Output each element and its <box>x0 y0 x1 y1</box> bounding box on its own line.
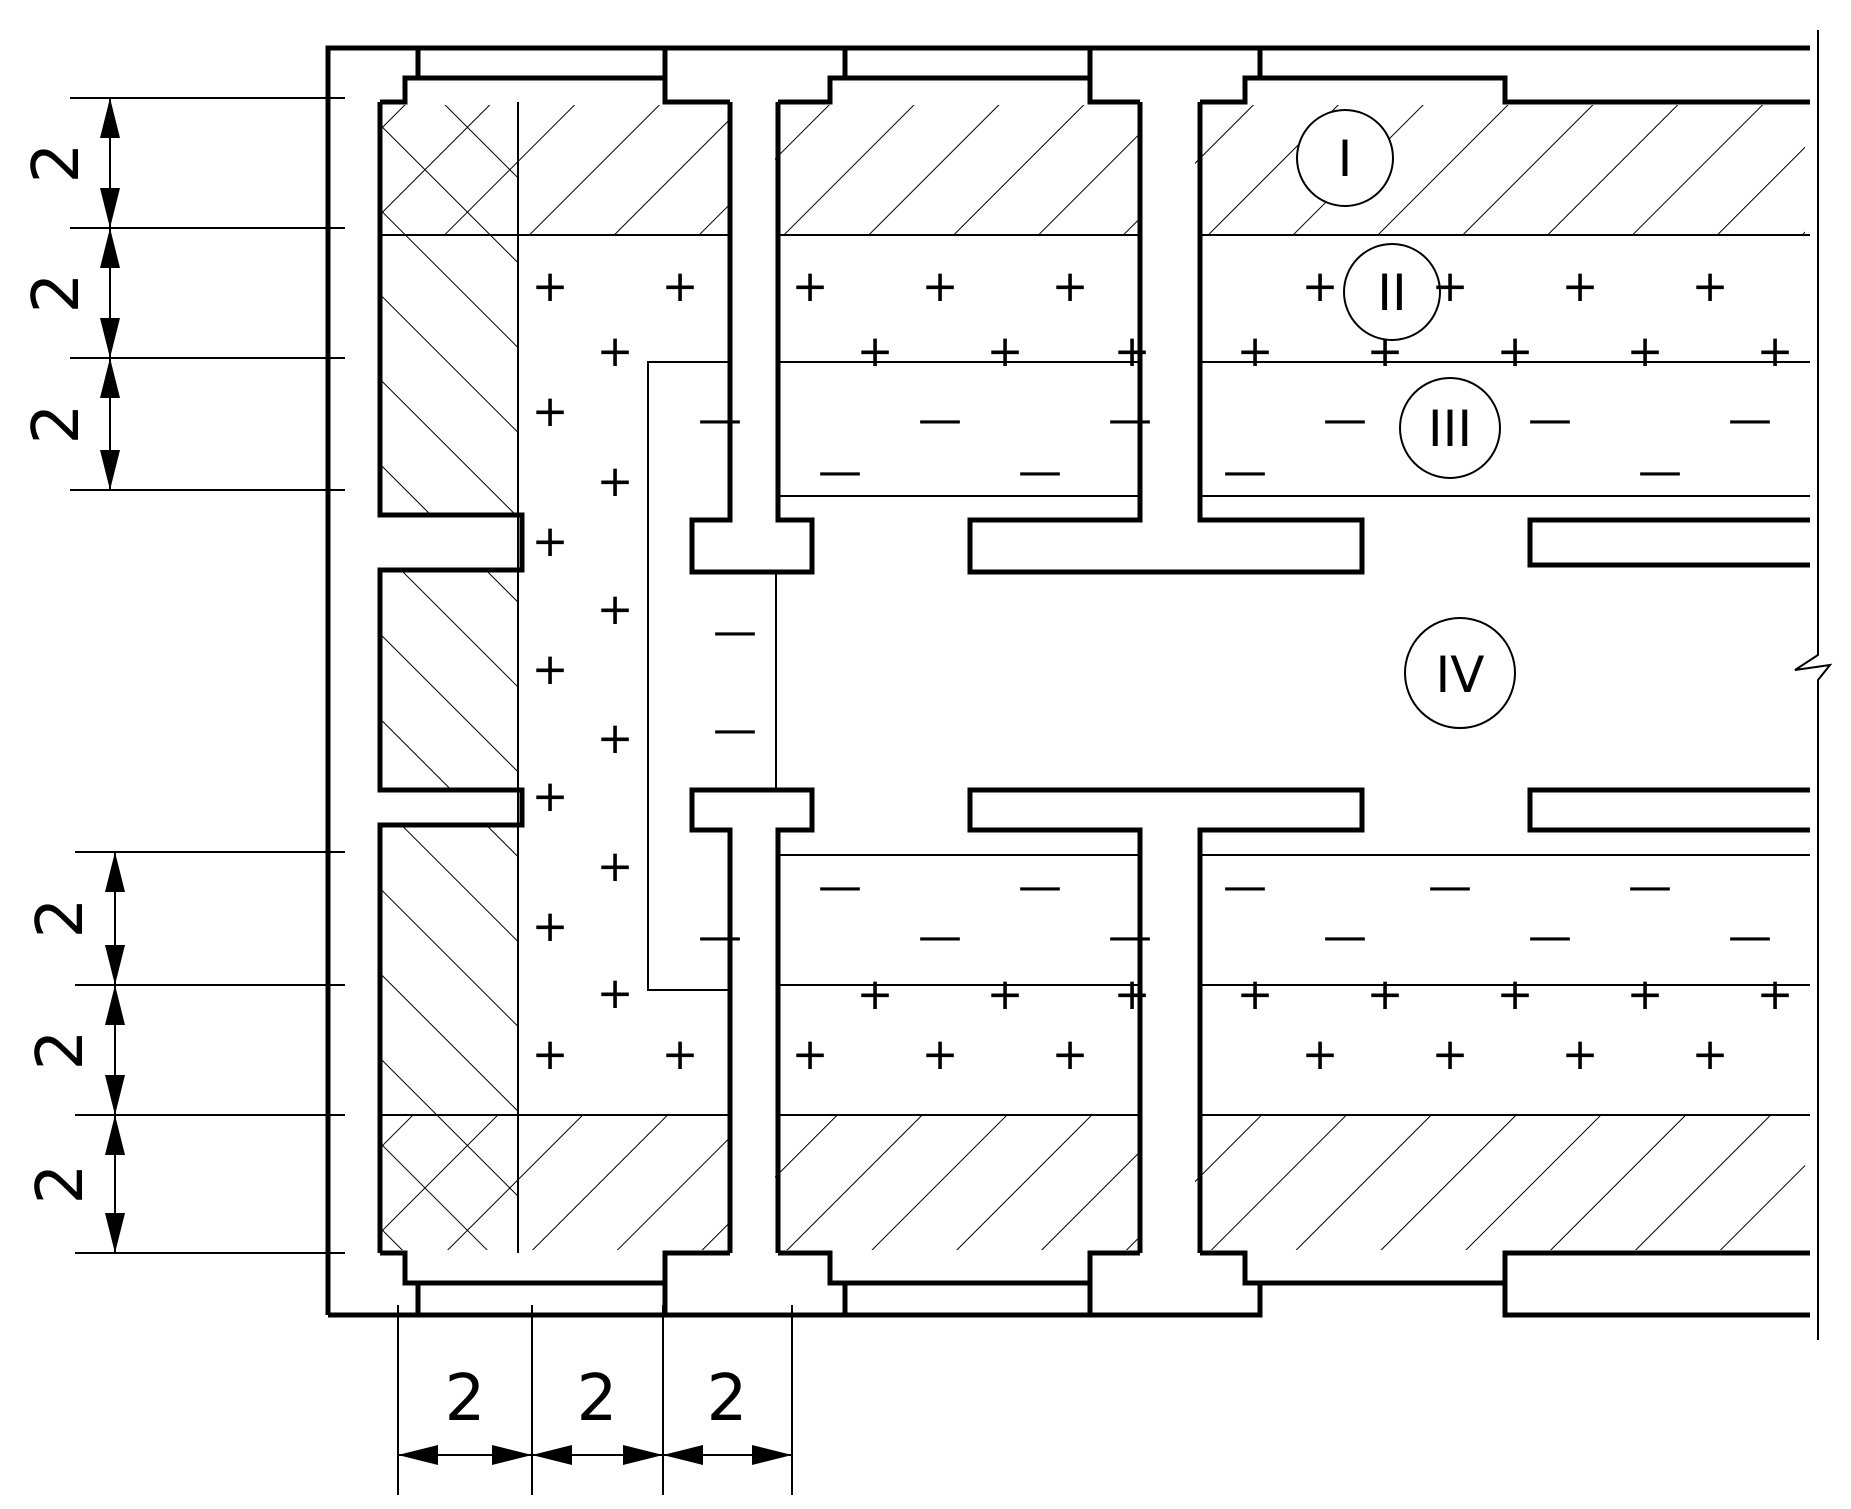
zone-iv-label: IV <box>1436 646 1485 704</box>
plus-sign: + <box>532 771 569 822</box>
minus-sign: — <box>713 704 757 755</box>
dim-left-lower-3: 2 <box>24 1164 98 1205</box>
minus-sign: — <box>1728 394 1772 445</box>
minus-sign: — <box>1638 446 1682 497</box>
plus-sign: + <box>1432 261 1469 312</box>
plus-sign: + <box>532 516 569 567</box>
plus-sign: + <box>1692 261 1729 312</box>
plus-sign: + <box>1114 326 1151 377</box>
dim-bottom-3: 2 <box>707 1362 748 1436</box>
plus-sign: + <box>597 456 634 507</box>
minus-sign: — <box>713 606 757 657</box>
minus-sign: — <box>1223 446 1267 497</box>
plus-sign: + <box>1302 1029 1339 1080</box>
plus-sign: + <box>922 261 959 312</box>
minus-sign: — <box>1108 911 1152 962</box>
dim-left-lower-1: 2 <box>24 898 98 939</box>
minus-sign: — <box>818 446 862 497</box>
zone-i-circle <box>1296 109 1394 207</box>
plus-sign: + <box>1052 1029 1089 1080</box>
minus-sign: — <box>1628 861 1672 912</box>
plus-sign: + <box>532 386 569 437</box>
zone-labels: I II III IV <box>1296 109 1516 729</box>
minus-sign: — <box>1728 911 1772 962</box>
minus-sign: — <box>1323 394 1367 445</box>
plus-sign: + <box>532 261 569 312</box>
dim-left-upper-1: 2 <box>20 143 94 184</box>
dim-left-upper-3: 2 <box>20 404 94 445</box>
dimension-lines <box>70 97 793 1495</box>
minus-sign: — <box>818 861 862 912</box>
plus-sign: + <box>1114 969 1151 1020</box>
zone-iv-circle <box>1404 617 1516 729</box>
minus-sign: — <box>1323 911 1367 962</box>
plus-sign: + <box>1367 969 1404 1020</box>
minus-sign: — <box>918 911 962 962</box>
zone-ii-circle <box>1343 243 1441 341</box>
dim-left-upper-2: 2 <box>20 273 94 314</box>
plus-sign: + <box>662 261 699 312</box>
zone-iii-circle <box>1399 377 1501 479</box>
minus-sign: — <box>1108 394 1152 445</box>
minus-sign: — <box>1018 446 1062 497</box>
plus-sign: + <box>1497 326 1534 377</box>
plus-sign: + <box>597 713 634 764</box>
plus-sign: + <box>532 1029 569 1080</box>
plus-sign: + <box>597 326 634 377</box>
plus-sign: + <box>792 261 829 312</box>
minus-sign: — <box>1428 861 1472 912</box>
plus-sign: + <box>1367 326 1404 377</box>
plus-sign: + <box>1562 261 1599 312</box>
layer-boundaries <box>380 30 1833 1340</box>
plus-sign: + <box>1627 326 1664 377</box>
plus-sign: + <box>597 584 634 635</box>
plus-sign: + <box>1302 261 1339 312</box>
plus-sign: + <box>922 1029 959 1080</box>
plus-sign: + <box>662 1029 699 1080</box>
plus-sign: + <box>1562 1029 1599 1080</box>
minus-sign: — <box>918 394 962 445</box>
zone-ii-label: II <box>1377 264 1407 322</box>
plus-sign: + <box>987 326 1024 377</box>
minus-sign: — <box>1018 861 1062 912</box>
plus-sign: + <box>1627 969 1664 1020</box>
plus-sign: + <box>1757 326 1794 377</box>
dim-bottom-1: 2 <box>445 1362 486 1436</box>
plus-sign: + <box>1757 969 1794 1020</box>
plus-sign: + <box>792 1029 829 1080</box>
plus-sign: + <box>857 326 894 377</box>
minus-sign: — <box>1528 394 1572 445</box>
minus-sign: — <box>698 911 742 962</box>
charge-signs: + + + + + + + + + + + + + + + + + + + + + + + + + + + + + + + + + + + + + + + +… <box>532 261 1794 1080</box>
plus-sign: + <box>1237 969 1274 1020</box>
plus-sign: + <box>597 968 634 1019</box>
minus-sign: — <box>1223 861 1267 912</box>
zone-iii-label: III <box>1428 400 1472 458</box>
structure-outlines <box>325 45 1810 1318</box>
dimension-arrows <box>100 98 792 1465</box>
dimension-labels: 2 2 2 2 2 2 2 2 2 <box>20 143 747 1436</box>
dim-left-lower-2: 2 <box>24 1030 98 1071</box>
plus-sign: + <box>532 901 569 952</box>
plus-sign: + <box>597 841 634 892</box>
zone-i-hatching <box>380 105 1805 1250</box>
plus-sign: + <box>1497 969 1534 1020</box>
plus-sign: + <box>1432 1029 1469 1080</box>
minus-sign: — <box>698 394 742 445</box>
plus-sign: + <box>857 969 894 1020</box>
plus-sign: + <box>1052 261 1089 312</box>
plus-sign: + <box>987 969 1024 1020</box>
plus-sign: + <box>1692 1029 1729 1080</box>
plus-sign: + <box>1237 326 1274 377</box>
plus-sign: + <box>532 644 569 695</box>
zone-i-label: I <box>1338 130 1353 188</box>
dim-bottom-2: 2 <box>577 1362 618 1436</box>
minus-sign: — <box>1528 911 1572 962</box>
